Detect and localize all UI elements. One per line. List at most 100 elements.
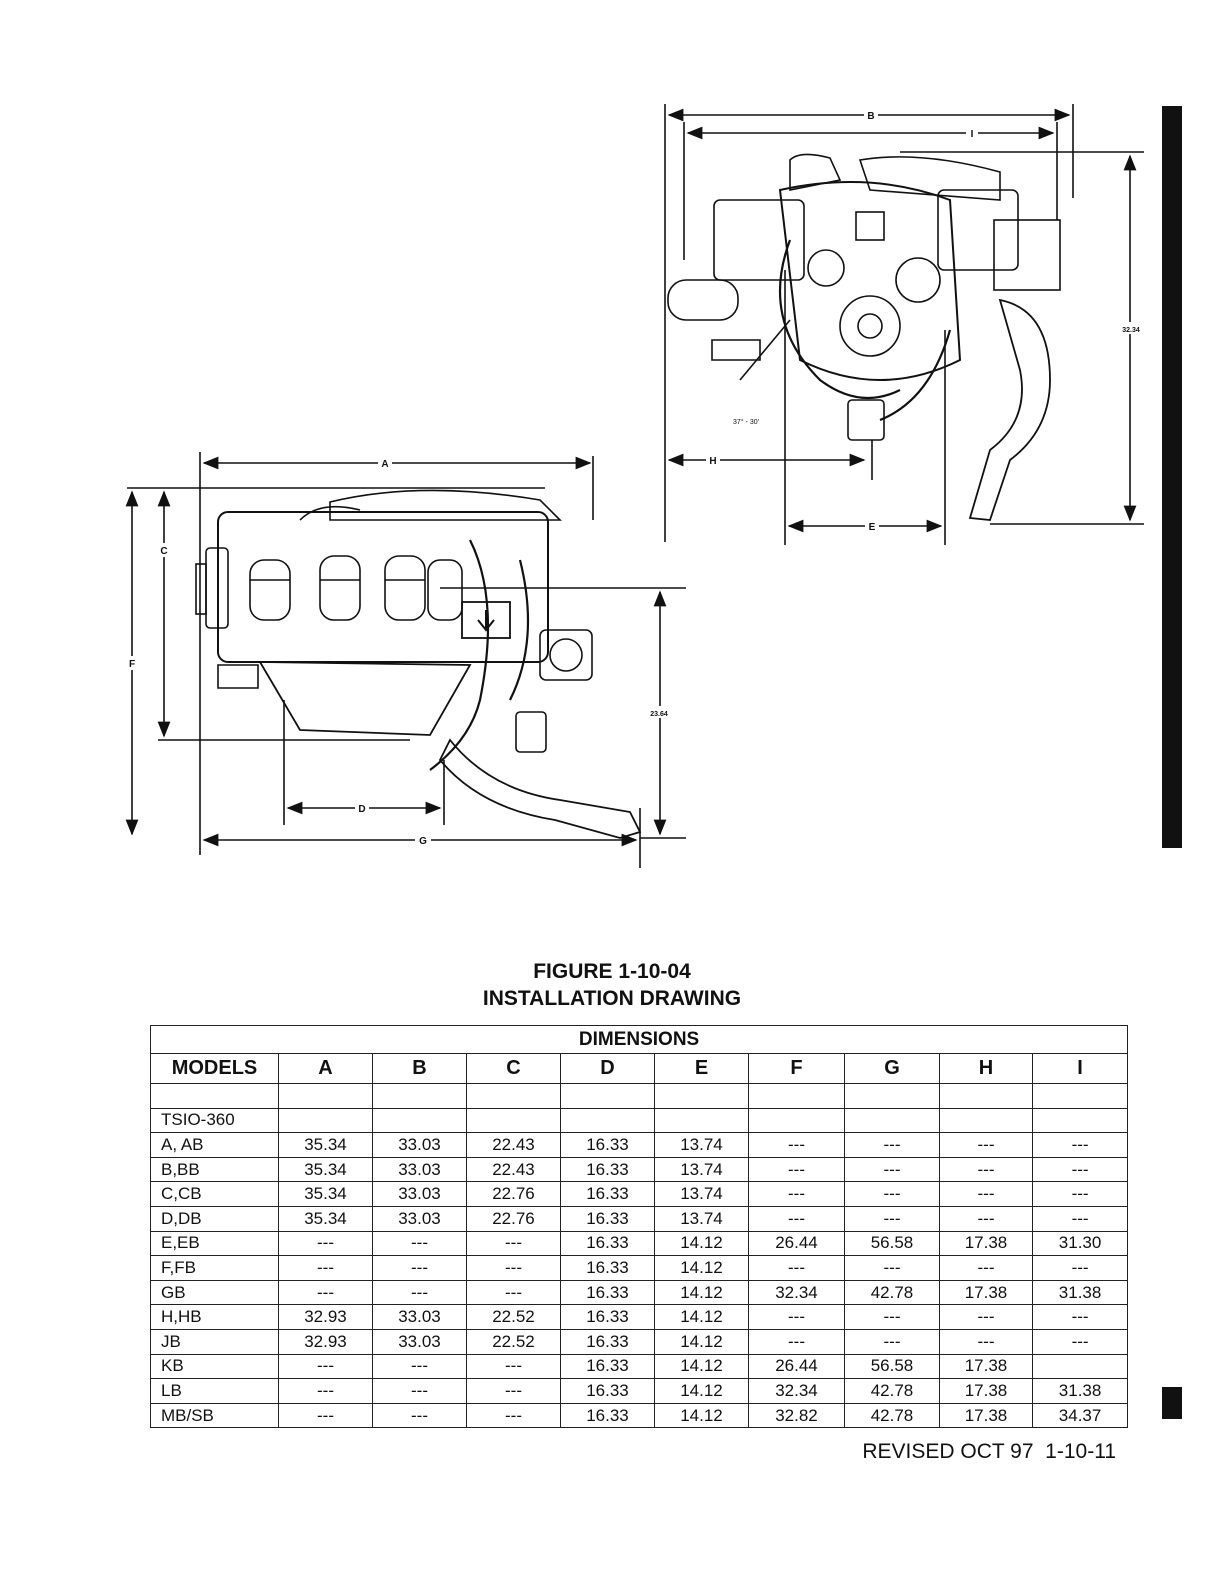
dimension-cell: 42.78 xyxy=(844,1378,940,1404)
model-cell: E,EB xyxy=(150,1230,279,1257)
model-group-label: TSIO-360 xyxy=(150,1107,279,1134)
dimension-cell: --- xyxy=(939,1304,1033,1330)
dimension-cell: 13.74 xyxy=(654,1205,749,1232)
dimension-cell: --- xyxy=(1031,1181,1129,1207)
dimension-cell: --- xyxy=(372,1230,467,1257)
dimension-cell: 35.34 xyxy=(278,1205,373,1232)
column-header: C xyxy=(466,1053,561,1084)
dimension-cell: --- xyxy=(939,1205,1033,1232)
column-header: I xyxy=(1031,1053,1129,1084)
figure-number: FIGURE 1-10-04 xyxy=(533,960,691,983)
dimension-cell: 16.33 xyxy=(560,1132,655,1158)
dimension-cell: --- xyxy=(278,1255,373,1281)
dimension-cell: --- xyxy=(939,1328,1033,1355)
front-height-value: 32.34 xyxy=(1122,327,1140,334)
figure-title: INSTALLATION DRAWING xyxy=(482,987,742,1010)
dimension-cell: --- xyxy=(1031,1328,1129,1355)
dimension-cell: --- xyxy=(466,1353,561,1380)
dimension-cell: 42.78 xyxy=(844,1279,940,1306)
installation-drawing: A G D F C 23.64 xyxy=(125,104,1146,868)
dimension-cell: 14.12 xyxy=(654,1402,749,1429)
model-cell: D,DB xyxy=(150,1205,279,1232)
dimension-cell: 33.03 xyxy=(372,1132,467,1158)
dimension-cell: 16.33 xyxy=(560,1230,655,1257)
dimension-cell: 33.03 xyxy=(372,1205,467,1232)
dimension-cell: 17.38 xyxy=(939,1353,1033,1380)
dimension-cell: 13.74 xyxy=(654,1132,749,1158)
dimension-cell: 32.34 xyxy=(748,1279,845,1306)
dimension-cell: 13.74 xyxy=(654,1156,749,1183)
dimension-cell: 14.12 xyxy=(654,1230,749,1257)
table-caption: DIMENSIONS xyxy=(149,1025,1129,1054)
column-header: A xyxy=(278,1053,373,1084)
dimension-cell: --- xyxy=(844,1328,940,1355)
dimension-cell: 32.34 xyxy=(748,1378,845,1404)
dimension-cell: 35.34 xyxy=(278,1156,373,1183)
change-bar-top xyxy=(1162,106,1182,848)
dimension-cell: --- xyxy=(748,1255,845,1281)
model-cell: B,BB xyxy=(150,1156,279,1183)
dimension-cell: 31.38 xyxy=(1031,1378,1129,1404)
dimension-cell: 22.76 xyxy=(466,1205,561,1232)
dimension-cell: --- xyxy=(466,1279,561,1306)
model-cell: GB xyxy=(150,1279,279,1306)
column-header: MODELS xyxy=(150,1053,279,1084)
dim-label-b: B xyxy=(867,111,874,122)
dim-label-e: E xyxy=(869,522,876,533)
dimension-cell: --- xyxy=(1031,1156,1129,1183)
dimension-cell: 13.74 xyxy=(654,1181,749,1207)
dimension-cell: --- xyxy=(844,1205,940,1232)
column-header: B xyxy=(372,1053,467,1084)
dimension-cell: --- xyxy=(372,1255,467,1281)
dimension-cell: --- xyxy=(748,1156,845,1183)
dimension-cell: --- xyxy=(939,1181,1033,1207)
dimension-cell: 33.03 xyxy=(372,1328,467,1355)
model-cell: LB xyxy=(150,1378,279,1404)
dimension-cell: 22.43 xyxy=(466,1156,561,1183)
dimension-cell: 17.38 xyxy=(939,1378,1033,1404)
dimension-cell: --- xyxy=(278,1230,373,1257)
dim-label-a: A xyxy=(381,459,388,470)
dimension-cell: --- xyxy=(939,1255,1033,1281)
dim-label-g: G xyxy=(419,836,427,847)
dimension-cell: --- xyxy=(466,1255,561,1281)
group-row: TSIO-360 xyxy=(150,1107,1129,1134)
revision-date: REVISED OCT 97 xyxy=(862,1440,1034,1463)
column-header: D xyxy=(560,1053,655,1084)
column-header: E xyxy=(654,1053,749,1084)
side-view-labels: A G D F C 23.64 xyxy=(126,456,674,847)
dimension-cell: --- xyxy=(372,1279,467,1306)
model-cell: H,HB xyxy=(150,1304,279,1330)
dimension-cell: --- xyxy=(1031,1132,1129,1158)
dimension-cell: 22.52 xyxy=(466,1304,561,1330)
dim-label-c: C xyxy=(160,546,167,557)
dimension-cell: 16.33 xyxy=(560,1156,655,1183)
dimension-cell: 17.38 xyxy=(939,1230,1033,1257)
dimension-cell: 16.33 xyxy=(560,1181,655,1207)
dim-label-h: H xyxy=(709,456,716,467)
dimension-cell: 14.12 xyxy=(654,1255,749,1281)
dimension-cell: 16.33 xyxy=(560,1304,655,1330)
dimension-cell: 26.44 xyxy=(748,1230,845,1257)
dimension-cell: 22.52 xyxy=(466,1328,561,1355)
column-header: G xyxy=(844,1053,940,1084)
dimension-cell: --- xyxy=(844,1304,940,1330)
dimension-cell: 26.44 xyxy=(748,1353,845,1380)
dimension-cell: 16.33 xyxy=(560,1328,655,1355)
dimension-cell: --- xyxy=(372,1402,467,1429)
dimension-cell: 14.12 xyxy=(654,1328,749,1355)
dimension-cell: 32.93 xyxy=(278,1328,373,1355)
dimension-cell: --- xyxy=(939,1156,1033,1183)
dimension-cell: 14.12 xyxy=(654,1353,749,1380)
dimension-cell: --- xyxy=(748,1328,845,1355)
dimension-cell: --- xyxy=(278,1402,373,1429)
